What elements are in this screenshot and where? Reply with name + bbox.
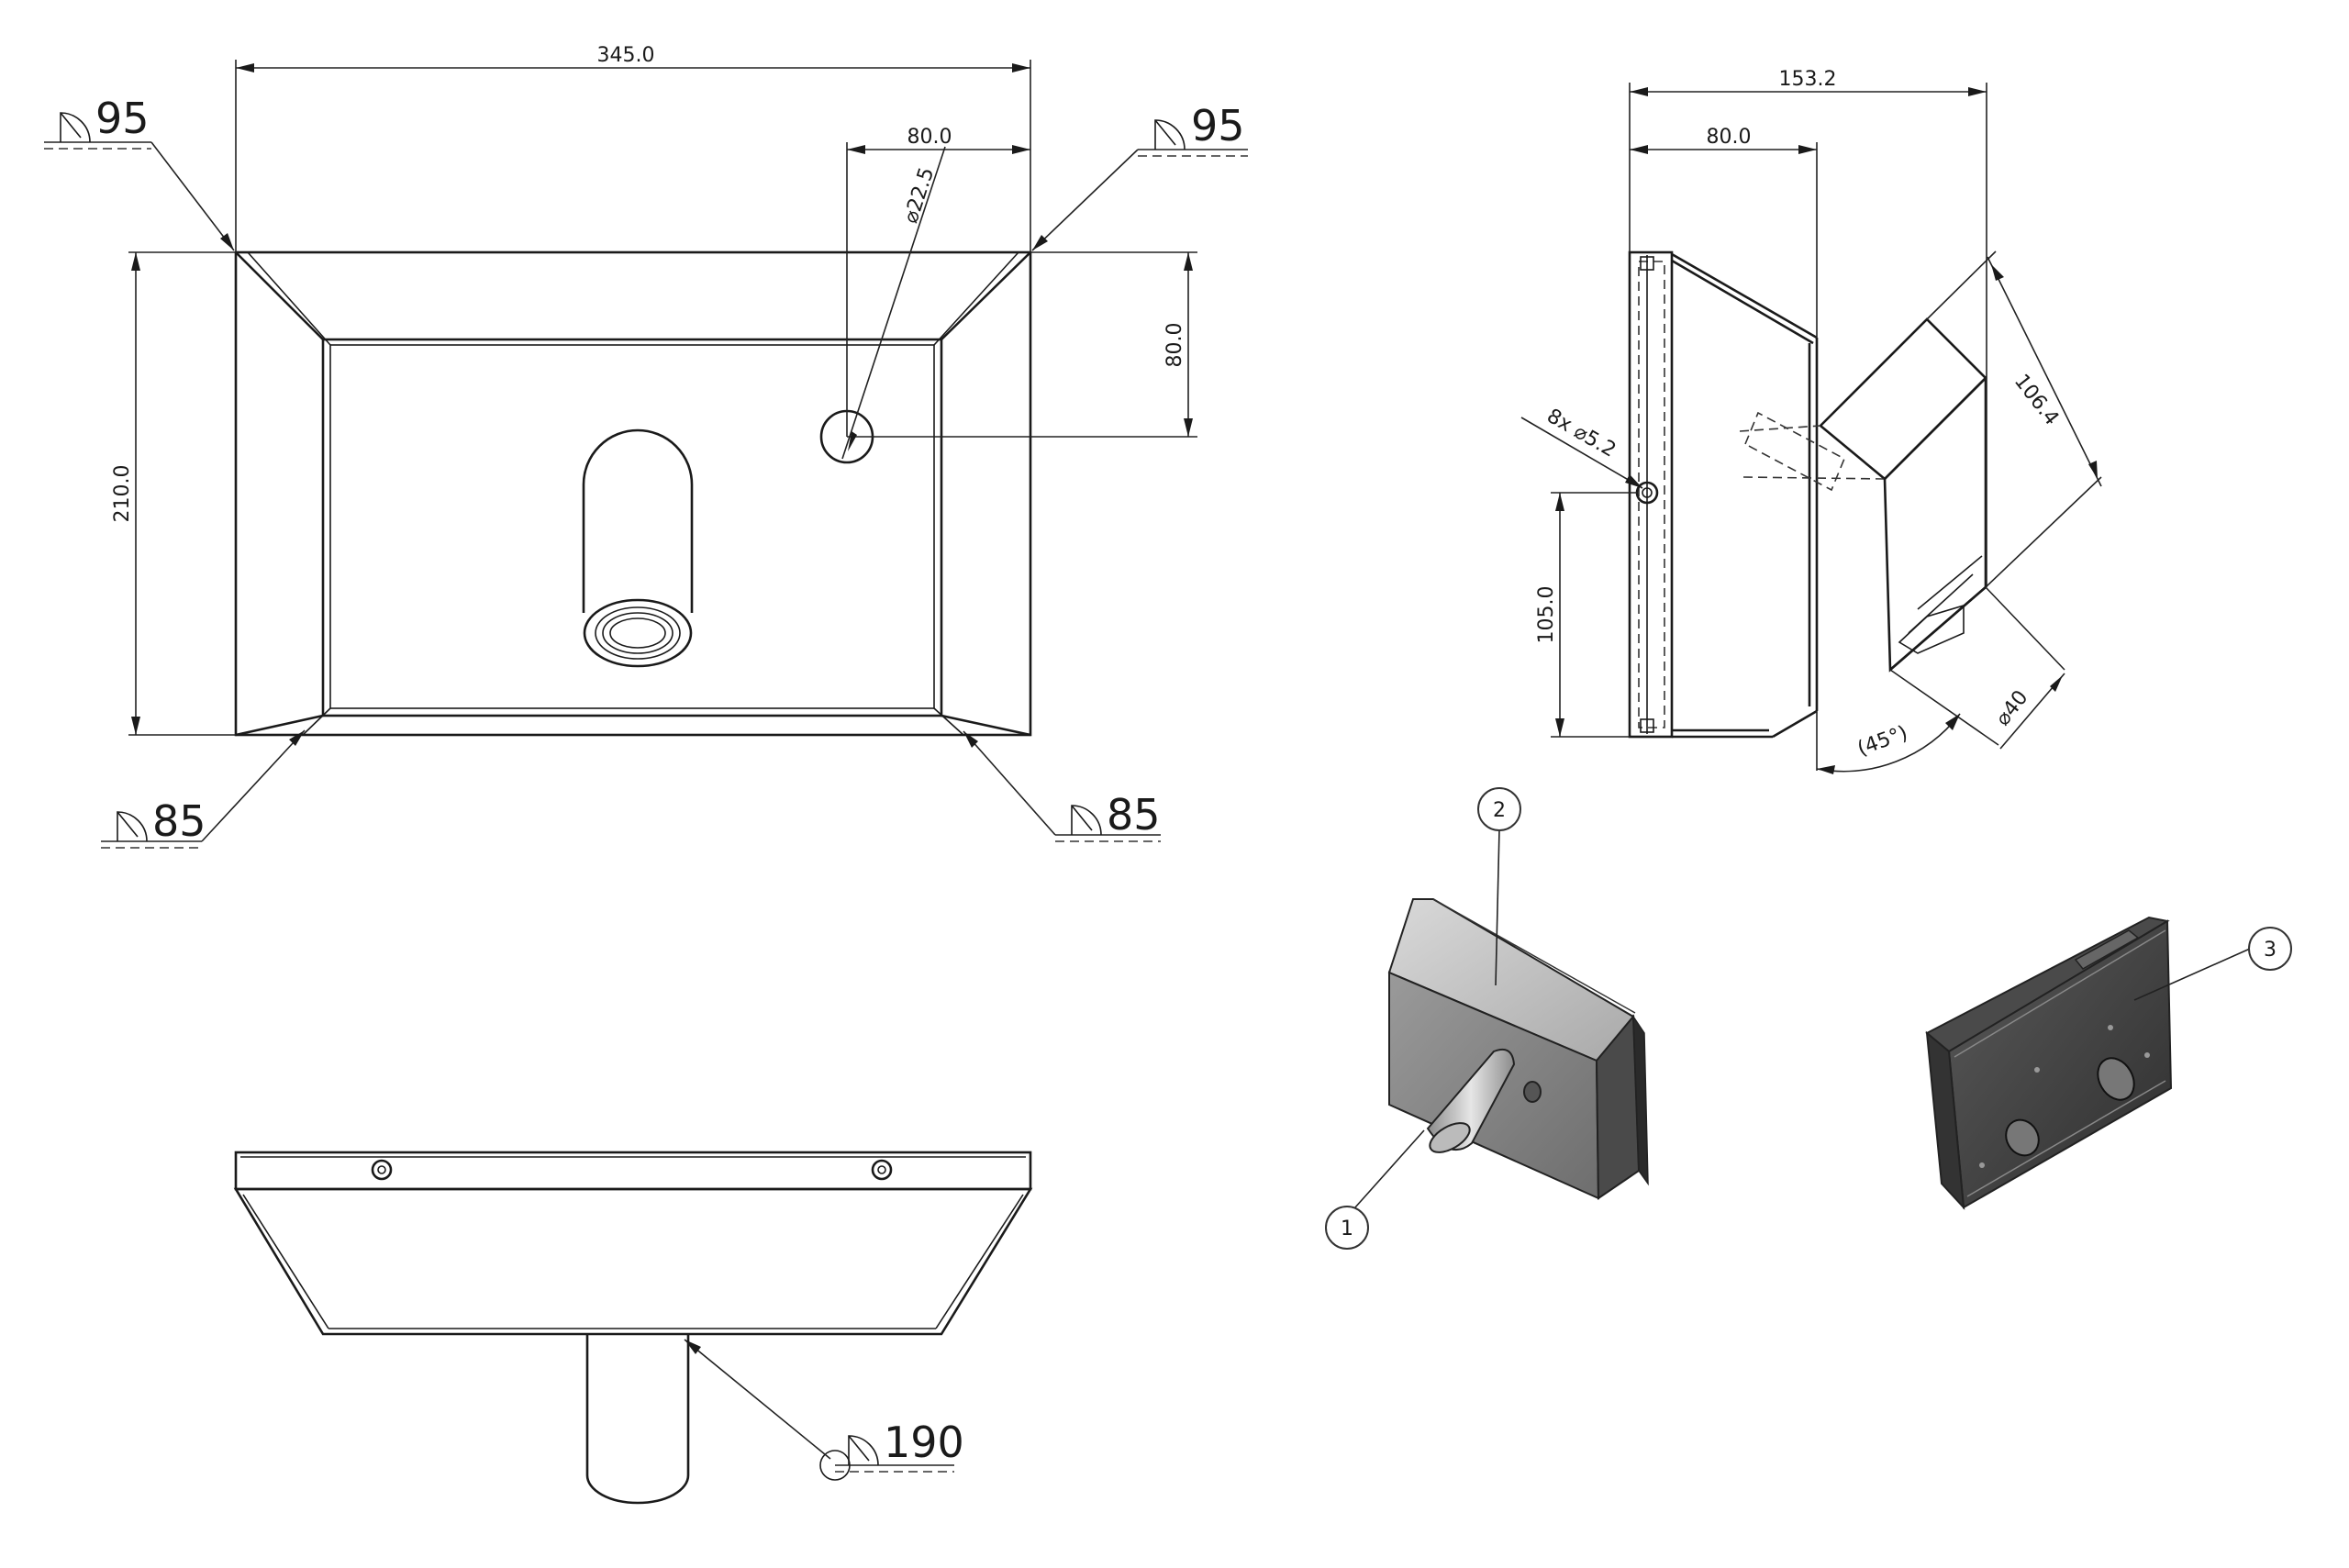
- side-view: [1628, 250, 1987, 739]
- weld-top-right-label: 95: [1191, 101, 1245, 150]
- weld-top-left-label: 95: [95, 94, 150, 143]
- svg-text:1: 1: [1341, 1218, 1353, 1240]
- isometric-front: [1387, 898, 1649, 1200]
- weld-symbols-front: 95 95 85 85: [44, 94, 1248, 849]
- dim-spout-dia: ⌀40: [1991, 686, 2032, 730]
- svg-text:2: 2: [1493, 799, 1506, 822]
- dim-depth: 153.2: [1779, 68, 1837, 91]
- dim-spout-length: 106.4: [2009, 370, 2063, 429]
- front-view: [234, 250, 1032, 737]
- weld-bottom-view-label: 190: [884, 1418, 964, 1467]
- dim-width: 345.0: [597, 44, 655, 67]
- spout-iso: [1426, 1048, 1516, 1153]
- bottom-view: [233, 1151, 1033, 1505]
- dim-hole-dia: ⌀22.5: [899, 165, 939, 227]
- spout-bottom: [585, 1334, 690, 1505]
- dim-holes: 8x ⌀5.2: [1542, 405, 1620, 462]
- balloon-1: 1: [1325, 1129, 1425, 1250]
- spout-front-outline: [582, 428, 694, 668]
- dim-hole-height: 105.0: [1535, 586, 1558, 644]
- dim-angle: (45°): [1854, 722, 1910, 762]
- side-dimensions: 153.2 80.0 105.0 8x ⌀5.2 106.4 ⌀40: [1520, 68, 2102, 774]
- dim-hole-x: 80.0: [907, 126, 952, 149]
- balloon-2: 2: [1477, 787, 1521, 986]
- front-dimensions: 345.0 80.0 80.0 210.0 ⌀22.5: [111, 44, 1197, 736]
- dim-top: 80.0: [1707, 126, 1752, 149]
- spout-side: [1739, 317, 1987, 673]
- weld-bottom-right-label: 85: [1107, 790, 1161, 840]
- weld-bottom-left-label: 85: [152, 796, 206, 846]
- dim-hole-y: 80.0: [1163, 323, 1186, 368]
- isometric-back: [1925, 916, 2173, 1210]
- balloon-3: 3: [2133, 927, 2292, 1001]
- svg-text:3: 3: [2264, 939, 2277, 962]
- dim-height: 210.0: [111, 465, 134, 523]
- weld-symbol-bottom: 190: [684, 1339, 964, 1481]
